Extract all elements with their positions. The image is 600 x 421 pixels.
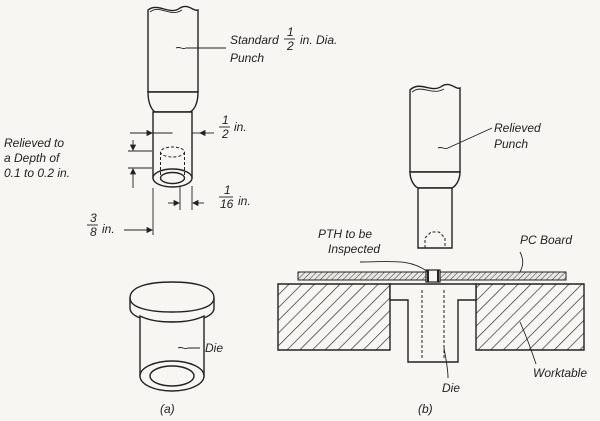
worktable-label: Worktable [533,366,587,380]
die-a-label: Die [205,341,223,355]
len-num: 3 [90,211,97,225]
wall-thickness-dimension [168,186,204,210]
punch-frac-num: 1 [287,25,294,39]
punch-label-standard: Standard [230,33,279,47]
die-b-label: Die [442,381,460,395]
len-den: 8 [90,225,97,239]
figure-b: Relieved Punch PTH to be Inspected PC Bo… [277,83,587,416]
tip-dia-den: 2 [221,127,229,141]
tip-dia-unit: in. [234,120,247,134]
figure-a: Standard 1 2 in. Dia. Punch 1 2 in. Reli… [4,5,337,416]
pth-line1: PTH to be [318,227,372,241]
punch-label-punch: Punch [230,51,264,65]
die-a [129,281,215,392]
worktable [277,283,585,351]
relieved-line-3: 0.1 to 0.2 in. [4,166,70,180]
relieved-depth-dimension [128,140,152,188]
pc-board-label: PC Board [520,233,572,247]
wall-den: 16 [220,197,234,211]
caption-b: (b) [418,402,433,416]
length-dimension [124,188,154,235]
die-b [389,283,477,363]
pc-board [297,269,567,283]
punch-b-line1: Relieved [494,121,541,135]
pth-line2: Inspected [328,242,380,256]
len-unit: in. [102,222,115,236]
wall-num: 1 [224,183,231,197]
tip-dia-num: 1 [222,113,229,127]
wall-unit: in. [238,194,251,208]
punch-b-line2: Punch [494,137,528,151]
relieved-line-1: Relieved to [4,136,64,150]
punch-frac-den: 2 [286,39,294,53]
standard-punch [147,5,226,188]
punch-label-dia: in. Dia. [300,33,337,47]
caption-a: (a) [160,402,175,416]
relieved-punch [409,83,493,249]
relieved-line-2: a Depth of [4,151,61,165]
